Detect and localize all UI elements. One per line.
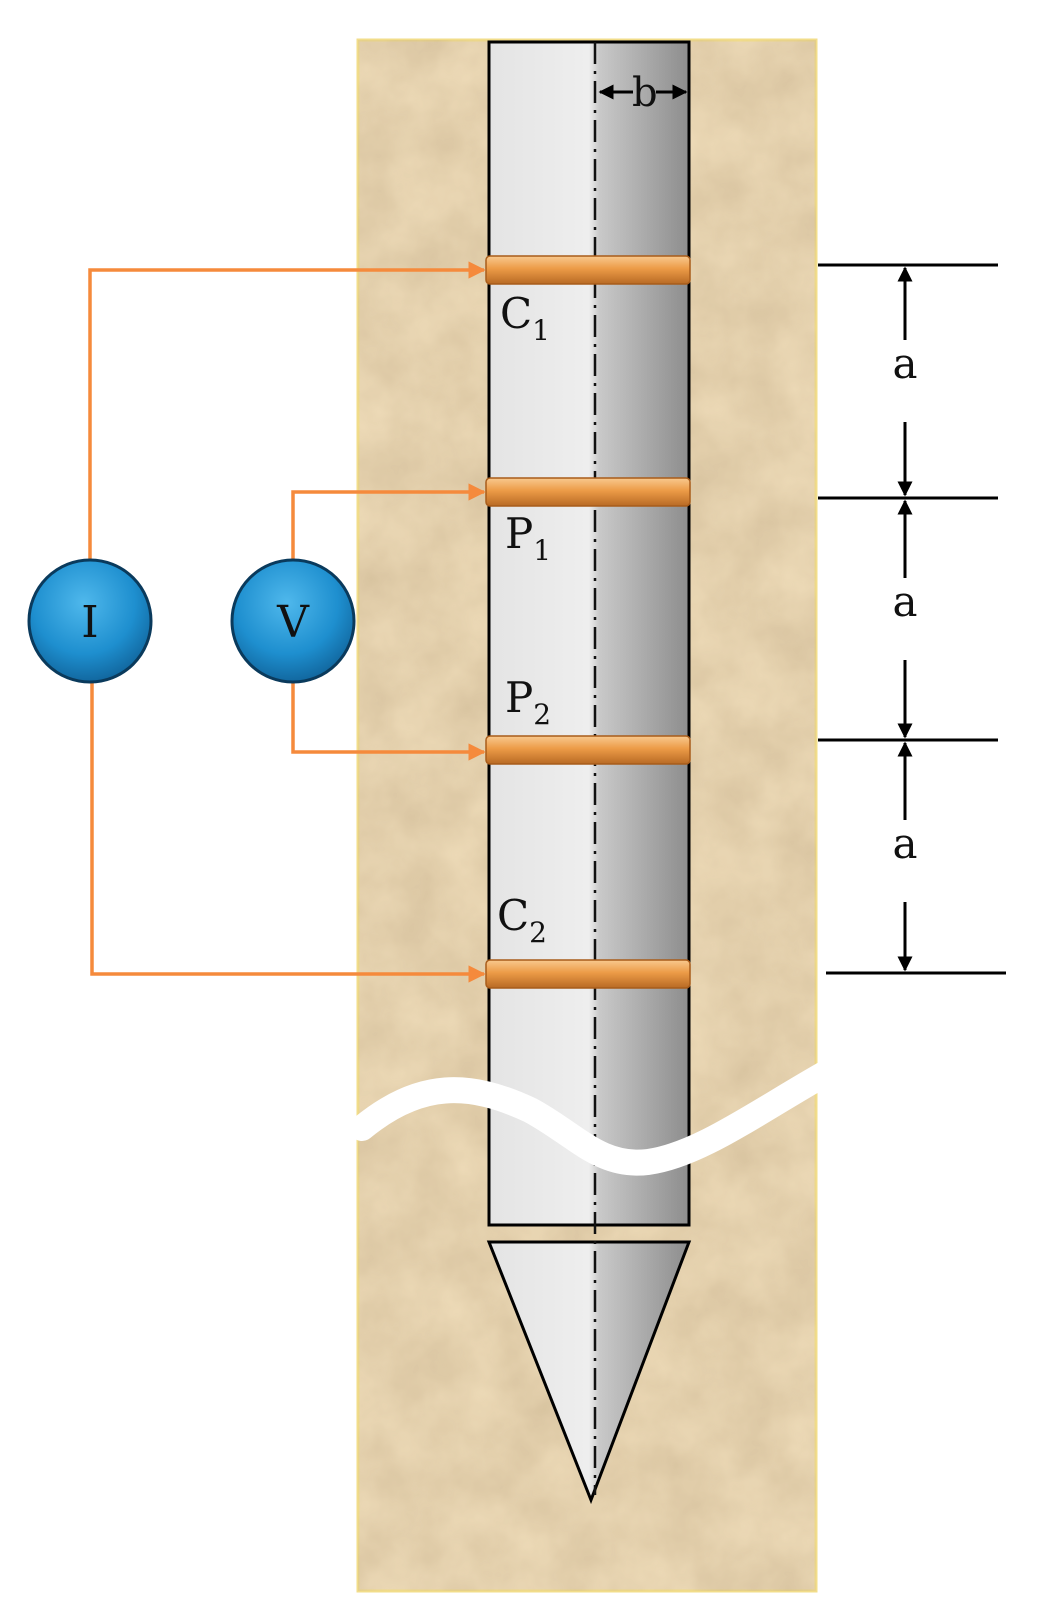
wire-current-c1 — [88, 261, 486, 562]
electrode-rings — [485, 255, 691, 989]
spacing-label-3: a — [892, 819, 917, 868]
current-meter: I — [27, 558, 153, 684]
wire-voltage-p1 — [291, 483, 486, 562]
electrode-ring-p1 — [485, 477, 691, 507]
label-p1: P1 — [505, 509, 551, 567]
label-c2: C2 — [497, 891, 547, 949]
wiring — [88, 261, 486, 983]
label-p2: P2 — [505, 673, 551, 731]
electrode-ring-p2 — [485, 735, 691, 765]
spacing-label-1: a — [892, 339, 917, 388]
label-c1: C1 — [500, 289, 550, 347]
voltage-meter-label: V — [276, 597, 310, 648]
break-symbol — [349, 1059, 841, 1176]
current-meter-label: I — [81, 597, 98, 648]
electrode-ring-c1 — [485, 255, 691, 285]
spacing-labels: a a a — [892, 339, 917, 868]
radius-label: b — [632, 70, 658, 116]
probe-tip — [486, 1240, 692, 1505]
spacing-dimensions — [818, 263, 1006, 975]
voltage-meter: V — [230, 558, 356, 684]
radius-dimension: b — [598, 70, 688, 116]
wire-current-c2 — [90, 682, 486, 983]
electrode-ring-c2 — [485, 959, 691, 989]
wire-voltage-p2 — [291, 682, 486, 761]
electrode-labels: C1 P1 P2 C2 — [497, 289, 551, 949]
spacing-label-2: a — [892, 577, 917, 626]
